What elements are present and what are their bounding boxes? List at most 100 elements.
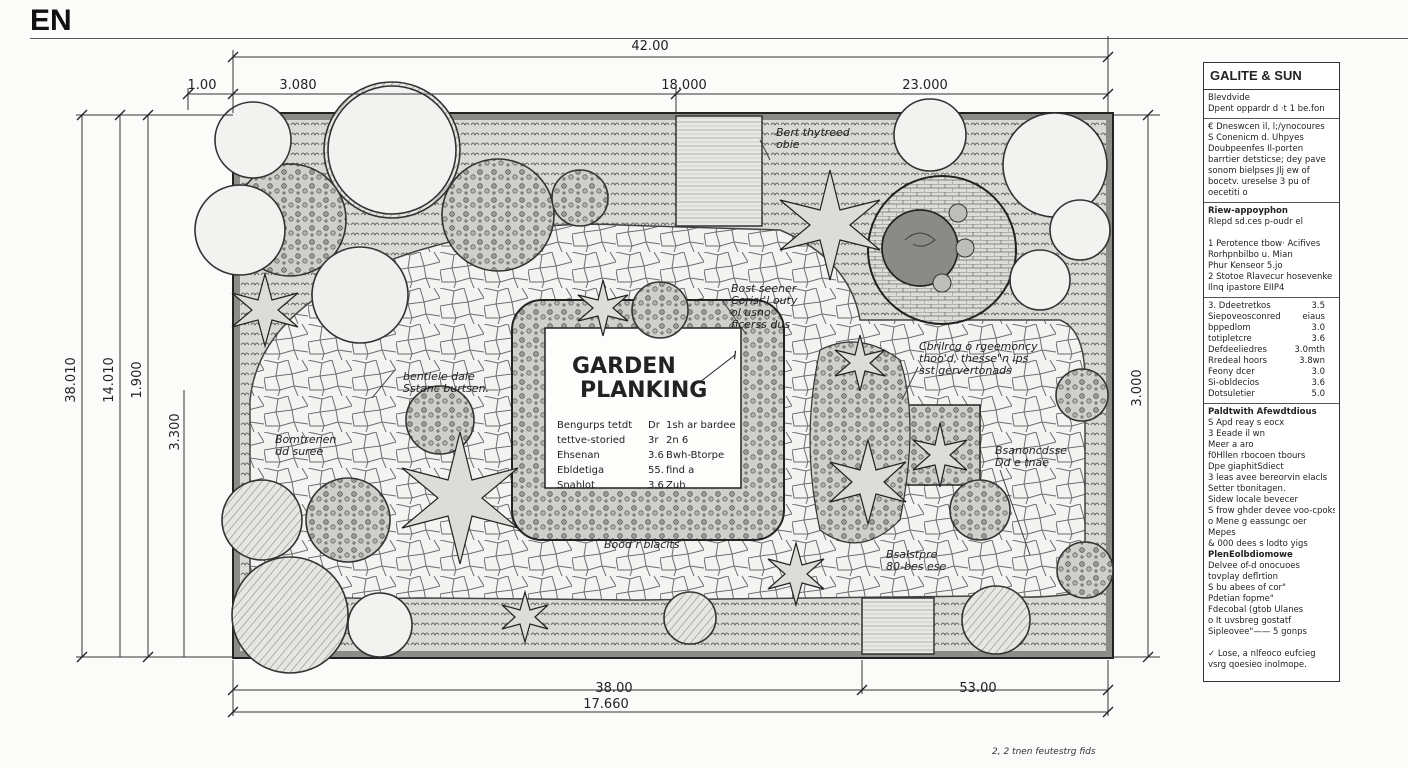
dim-top-left-small: 1.00 <box>188 78 217 93</box>
annotation-line: Cbrilrcg o rgeemoncy <box>919 340 1038 353</box>
legend-line: Sipleovee"—— 5 gonps <box>1208 627 1307 637</box>
dim-bottom-seg2: 53.00 <box>959 681 996 696</box>
annotation-line: thoo'd, thesse"n ips <box>919 352 1029 365</box>
legend-line: S Apd reay s eocx <box>1208 418 1285 428</box>
legend-row-value: 3.0 <box>1311 367 1325 377</box>
legend-line: Fdecobal (gtob Ulanes <box>1208 605 1304 615</box>
legend-row-label: totipletcre <box>1208 334 1252 344</box>
legend-line: € Dneswcen il, l;/ynocoures <box>1208 122 1325 132</box>
timber-path-top <box>675 115 763 227</box>
dim-left-1: 38.010 <box>64 357 79 403</box>
dim-bottom-seg1: 38.00 <box>595 681 632 696</box>
legend-row-label: bppedlom <box>1208 323 1251 333</box>
legend-line: barrtier detsticse; dey pave <box>1208 155 1326 165</box>
annotation-line: sst gervertonads <box>919 364 1012 377</box>
legend-line: & 000 dees s lodto yigs <box>1208 539 1308 549</box>
center-row-note: 2n 6 <box>666 435 688 446</box>
legend-line: Ilnq ipastore EIIP4 <box>1208 283 1285 293</box>
legend-line <box>1208 638 1335 649</box>
dim-top-seg1: 3.080 <box>279 78 316 93</box>
star-plants <box>231 169 968 645</box>
dim-left-3: 1.900 <box>130 361 145 398</box>
center-title-line2: PLANKING <box>580 378 707 403</box>
legend-line: tovplay deflrtion <box>1208 572 1279 582</box>
center-panel <box>544 327 742 489</box>
top-rule-line <box>30 38 1408 39</box>
legend-line: oecetiti o <box>1208 188 1248 198</box>
center-row-value: 3.6 <box>648 480 664 491</box>
legend-line: 3 Eeade il wn <box>1208 429 1266 439</box>
legend-line: Setter tbonitagen. <box>1208 484 1286 494</box>
legend-line: vsrg qoesieo inolmope. <box>1208 660 1307 670</box>
legend-line: Meer a aro <box>1208 440 1254 450</box>
legend-row-value: 5.0 <box>1311 389 1325 399</box>
legend-line: Mepes <box>1208 528 1236 538</box>
legend-line: o Mene g eassungc oer <box>1208 517 1307 527</box>
legend-line: sonom bielpses Jlj ew of <box>1208 166 1310 176</box>
dim-top-seg2: 18.000 <box>661 78 707 93</box>
center-row-label: Snahlot <box>557 480 595 491</box>
legend-line: ✓ Lose, a nlfeoco eufcieg <box>1208 649 1316 659</box>
legend-intro-line: Blevdvide <box>1208 93 1250 103</box>
annotation-line: ficerss dus <box>731 318 790 331</box>
legend-row-value: 3.8wn <box>1299 356 1325 366</box>
annotation-line: Bsalstpre <box>886 548 938 561</box>
annotation-line: ol usno <box>731 306 771 319</box>
legend-line <box>1208 228 1335 239</box>
legend-line: f0Hllen rbocoen tbours <box>1208 451 1306 461</box>
dim-right-1: 3.000 <box>1130 369 1145 406</box>
center-row-label: Bengurps tetdt <box>557 420 632 431</box>
dim-bottom-overall: 17.660 <box>583 697 629 712</box>
leader-lines <box>371 139 1031 556</box>
legend-line: 2 Stotoe Rlavecur hosevenke <box>1208 272 1333 282</box>
legend-row-label: 3. Ddeetretkos <box>1208 301 1271 311</box>
annotation-line: obie <box>776 138 800 151</box>
dimension-ticks <box>76 51 1154 718</box>
sheet-label: EN <box>30 4 72 37</box>
legend-line: o It uvsbreg gostatf <box>1208 616 1292 626</box>
annotation-line: Bost seener <box>731 282 798 295</box>
garden-plan-drawing: 42.00 1.00 3.080 18.000 23.000 38.00 53.… <box>64 36 1160 718</box>
legend-value-row: Feony dcer 3.0 <box>1208 367 1335 378</box>
center-row-value: 3.6 <box>648 450 664 461</box>
center-row-note: find a <box>666 465 694 476</box>
legend-line: 3 leas avee bereorvin elacls <box>1208 473 1328 483</box>
trees <box>194 81 1114 674</box>
legend-title: GALITE & SUN <box>1204 63 1339 90</box>
legend-line: 1 Perotence tbow· Acifives <box>1208 239 1321 249</box>
center-row-note: Bwh-Btorpe <box>666 450 724 461</box>
annotation-line: dd suree <box>275 445 323 458</box>
legend-line: Pdetian fopme" <box>1208 594 1274 604</box>
legend-row-label: Feony dcer <box>1208 367 1255 377</box>
center-row-value: 3r <box>648 435 659 446</box>
dim-top-overall: 42.00 <box>631 39 668 54</box>
legend-section-5-heading: PlenEolbdiomowe <box>1208 550 1293 560</box>
legend-value-row: bppedlom 3.0 <box>1208 323 1335 334</box>
legend-row-label: Defdeeliedres <box>1208 345 1267 355</box>
pond <box>881 209 959 287</box>
legend-line: bocetv. ureselse 3 pu of <box>1208 177 1310 187</box>
legend-line: Phur Kenseor 5.jo <box>1208 261 1283 271</box>
timber-path-bottom <box>861 597 935 655</box>
dim-top-seg3: 23.000 <box>902 78 948 93</box>
legend-intro-line: Dpent oppardr d ·t 1 be.fon <box>1208 104 1325 114</box>
legend-line: Sidew locale bevecer <box>1208 495 1299 505</box>
legend-row-value: 3.0 <box>1311 323 1325 333</box>
